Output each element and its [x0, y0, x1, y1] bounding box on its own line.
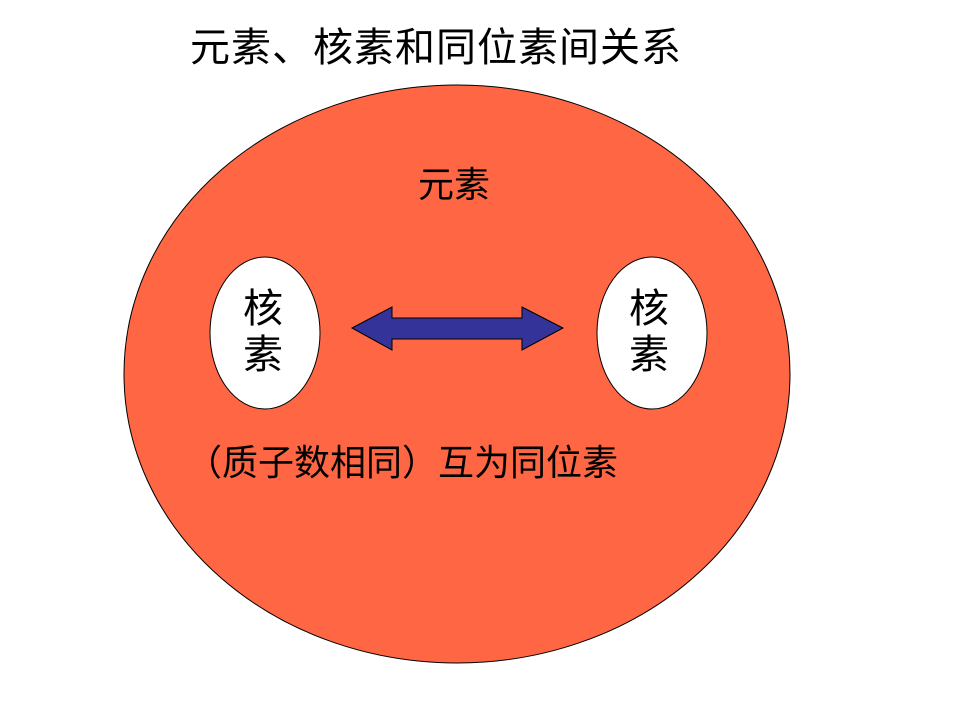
element-circle: [123, 84, 791, 664]
nuclide-oval-right: [596, 256, 708, 410]
nuclide-oval-left: [209, 256, 321, 410]
nuclide-label-right: 核素: [629, 286, 669, 378]
element-label: 元素: [418, 165, 491, 206]
nuclide-label-left: 核素: [243, 286, 283, 378]
double-arrow: [350, 306, 565, 351]
diagram-title: 元素、核素和同位素间关系: [190, 25, 682, 71]
relation-label: （质子数相同）互为同位素: [186, 443, 619, 484]
